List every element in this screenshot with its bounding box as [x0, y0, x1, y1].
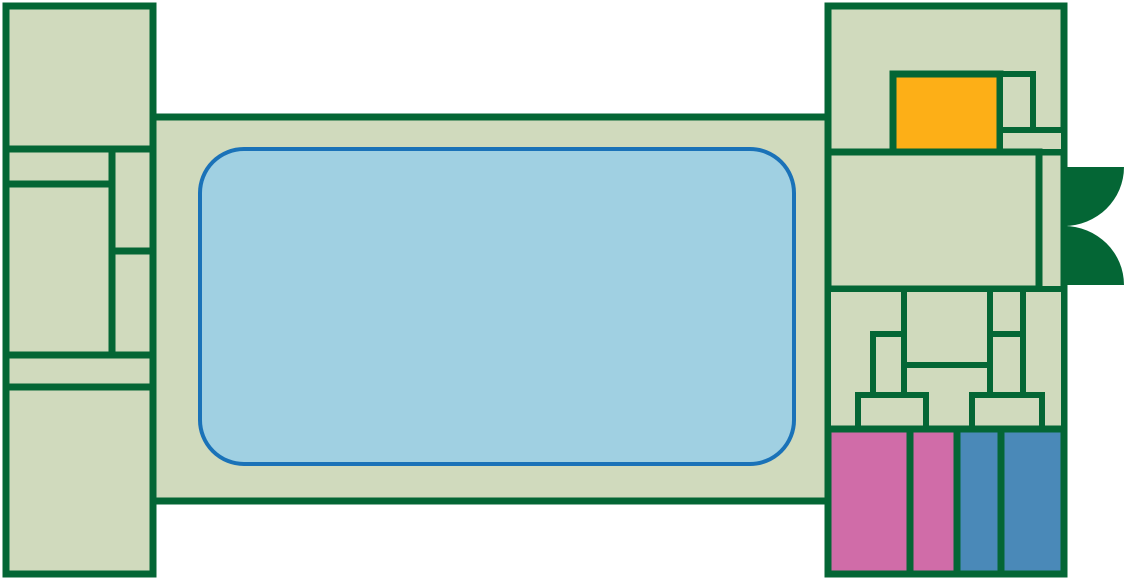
left-room-top[interactable]: [2, 2, 157, 153]
pink-room-1[interactable]: [824, 425, 914, 578]
left-room-middle[interactable]: [2, 180, 116, 359]
right-small-room-right-lower[interactable]: [987, 331, 1026, 398]
left-corridor-lower[interactable]: [2, 351, 157, 391]
blue-room-1[interactable]: [953, 425, 1005, 578]
blue-room-2[interactable]: [997, 425, 1068, 578]
right-small-room-center[interactable]: [901, 286, 993, 368]
left-room-bottom[interactable]: [2, 383, 157, 578]
right-closet-top[interactable]: [997, 71, 1036, 133]
left-closet-lower[interactable]: [108, 247, 157, 359]
orange-room[interactable]: [889, 70, 1004, 156]
entrance-doors: [1064, 167, 1124, 285]
right-room-middle[interactable]: [824, 148, 1043, 293]
pink-room-2[interactable]: [906, 425, 961, 578]
swimming-pool[interactable]: [198, 147, 796, 466]
right-vestibule-left[interactable]: [855, 392, 929, 432]
entrance-door-upper[interactable]: [1064, 167, 1124, 226]
left-corridor-upper[interactable]: [2, 145, 116, 188]
right-small-room-right[interactable]: [987, 286, 1026, 337]
left-closet-upper[interactable]: [108, 145, 157, 255]
right-wing: [824, 2, 1068, 578]
entrance-door-lower[interactable]: [1064, 226, 1124, 285]
center-hall: [148, 113, 832, 505]
right-small-room-left[interactable]: [870, 331, 907, 398]
right-vestibule-right[interactable]: [969, 392, 1045, 432]
left-wing: [2, 2, 157, 578]
